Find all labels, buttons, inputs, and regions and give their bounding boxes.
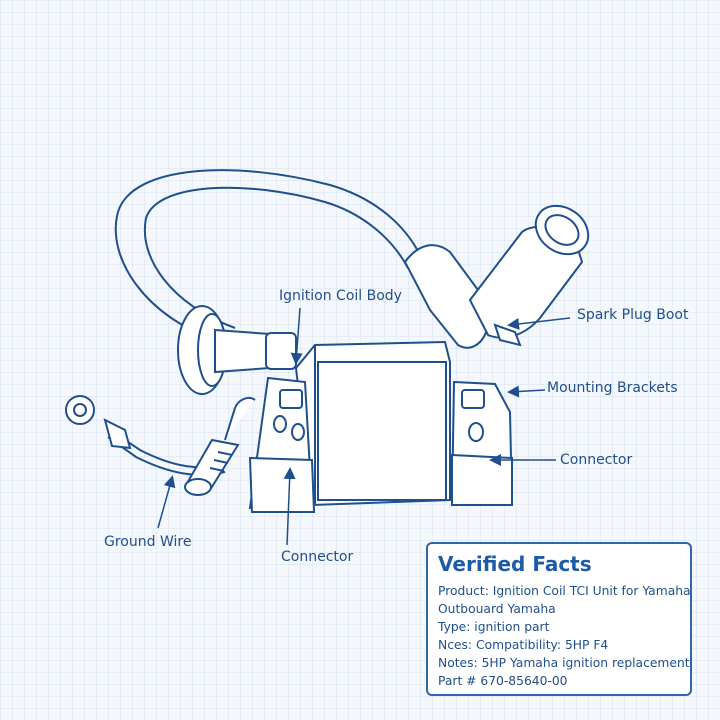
coil-end-cap xyxy=(177,305,297,395)
left-bracket xyxy=(248,376,316,513)
bullet-connector xyxy=(184,397,256,496)
fact-compatibility: Nces: Compatibility: 5HP F4 xyxy=(438,638,609,652)
coil-body-label: Ignition Coil Body xyxy=(279,288,402,304)
fact-product-cont: Outbouard Yamaha xyxy=(438,602,556,616)
connector-bottom-label: Connector xyxy=(281,549,354,565)
connector-right-label: Connector xyxy=(560,452,633,468)
fact-part-number: Part # 670-85640-00 xyxy=(438,674,568,688)
mounting-brackets-label: Mounting Brackets xyxy=(547,380,678,396)
spark-plug-boot-label: Spark Plug Boot xyxy=(577,307,689,323)
coil-body xyxy=(294,340,451,507)
verified-facts-title: Verified Facts xyxy=(438,552,592,576)
verified-facts-panel: Verified Facts Product: Ignition Coil TC… xyxy=(426,542,692,696)
fact-notes: Notes: 5HP Yamaha ignition replacement xyxy=(438,656,690,670)
right-bracket xyxy=(450,380,514,506)
spark-plug-boot xyxy=(403,204,590,349)
ground-wire-label: Ground Wire xyxy=(104,534,192,550)
high-tension-lead xyxy=(114,169,421,339)
leader-lines xyxy=(157,307,571,546)
fact-product: Product: Ignition Coil TCI Unit for Yama… xyxy=(438,584,691,598)
fact-type: Type: ignition part xyxy=(438,620,550,634)
